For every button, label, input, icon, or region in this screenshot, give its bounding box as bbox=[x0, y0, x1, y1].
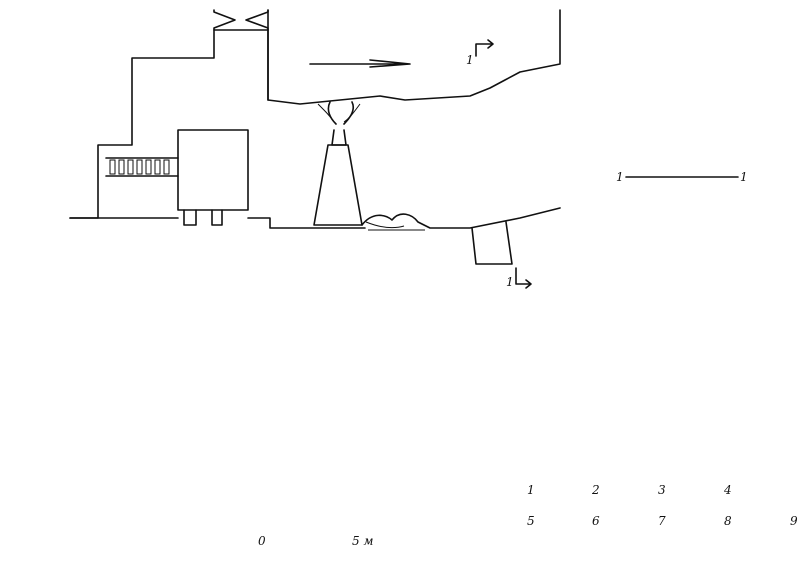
building-plan bbox=[69, 9, 561, 265]
scale-bar-end: 5 м bbox=[352, 534, 374, 548]
legend-label-1: 1 bbox=[527, 483, 535, 497]
section-marker-left: 1 bbox=[616, 170, 624, 184]
scale-bar-start: 0 bbox=[258, 534, 266, 548]
legend-label-3: 3 bbox=[658, 483, 666, 497]
legend-label-2: 2 bbox=[592, 483, 600, 497]
section-marker-plan-top: 1 bbox=[466, 53, 474, 67]
legend-label-8: 8 bbox=[724, 514, 732, 528]
section-marker-right: 1 bbox=[740, 170, 748, 184]
section-line-markers bbox=[475, 39, 739, 289]
legend-label-5: 5 bbox=[527, 514, 535, 528]
legend-label-4: 4 bbox=[724, 483, 732, 497]
legend-label-7: 7 bbox=[658, 514, 666, 528]
legend-label-6: 6 bbox=[592, 514, 600, 528]
passage-blocks bbox=[109, 159, 170, 175]
legend-label-9: 9 bbox=[790, 514, 798, 528]
section-marker-plan-bottom: 1 bbox=[506, 275, 514, 289]
